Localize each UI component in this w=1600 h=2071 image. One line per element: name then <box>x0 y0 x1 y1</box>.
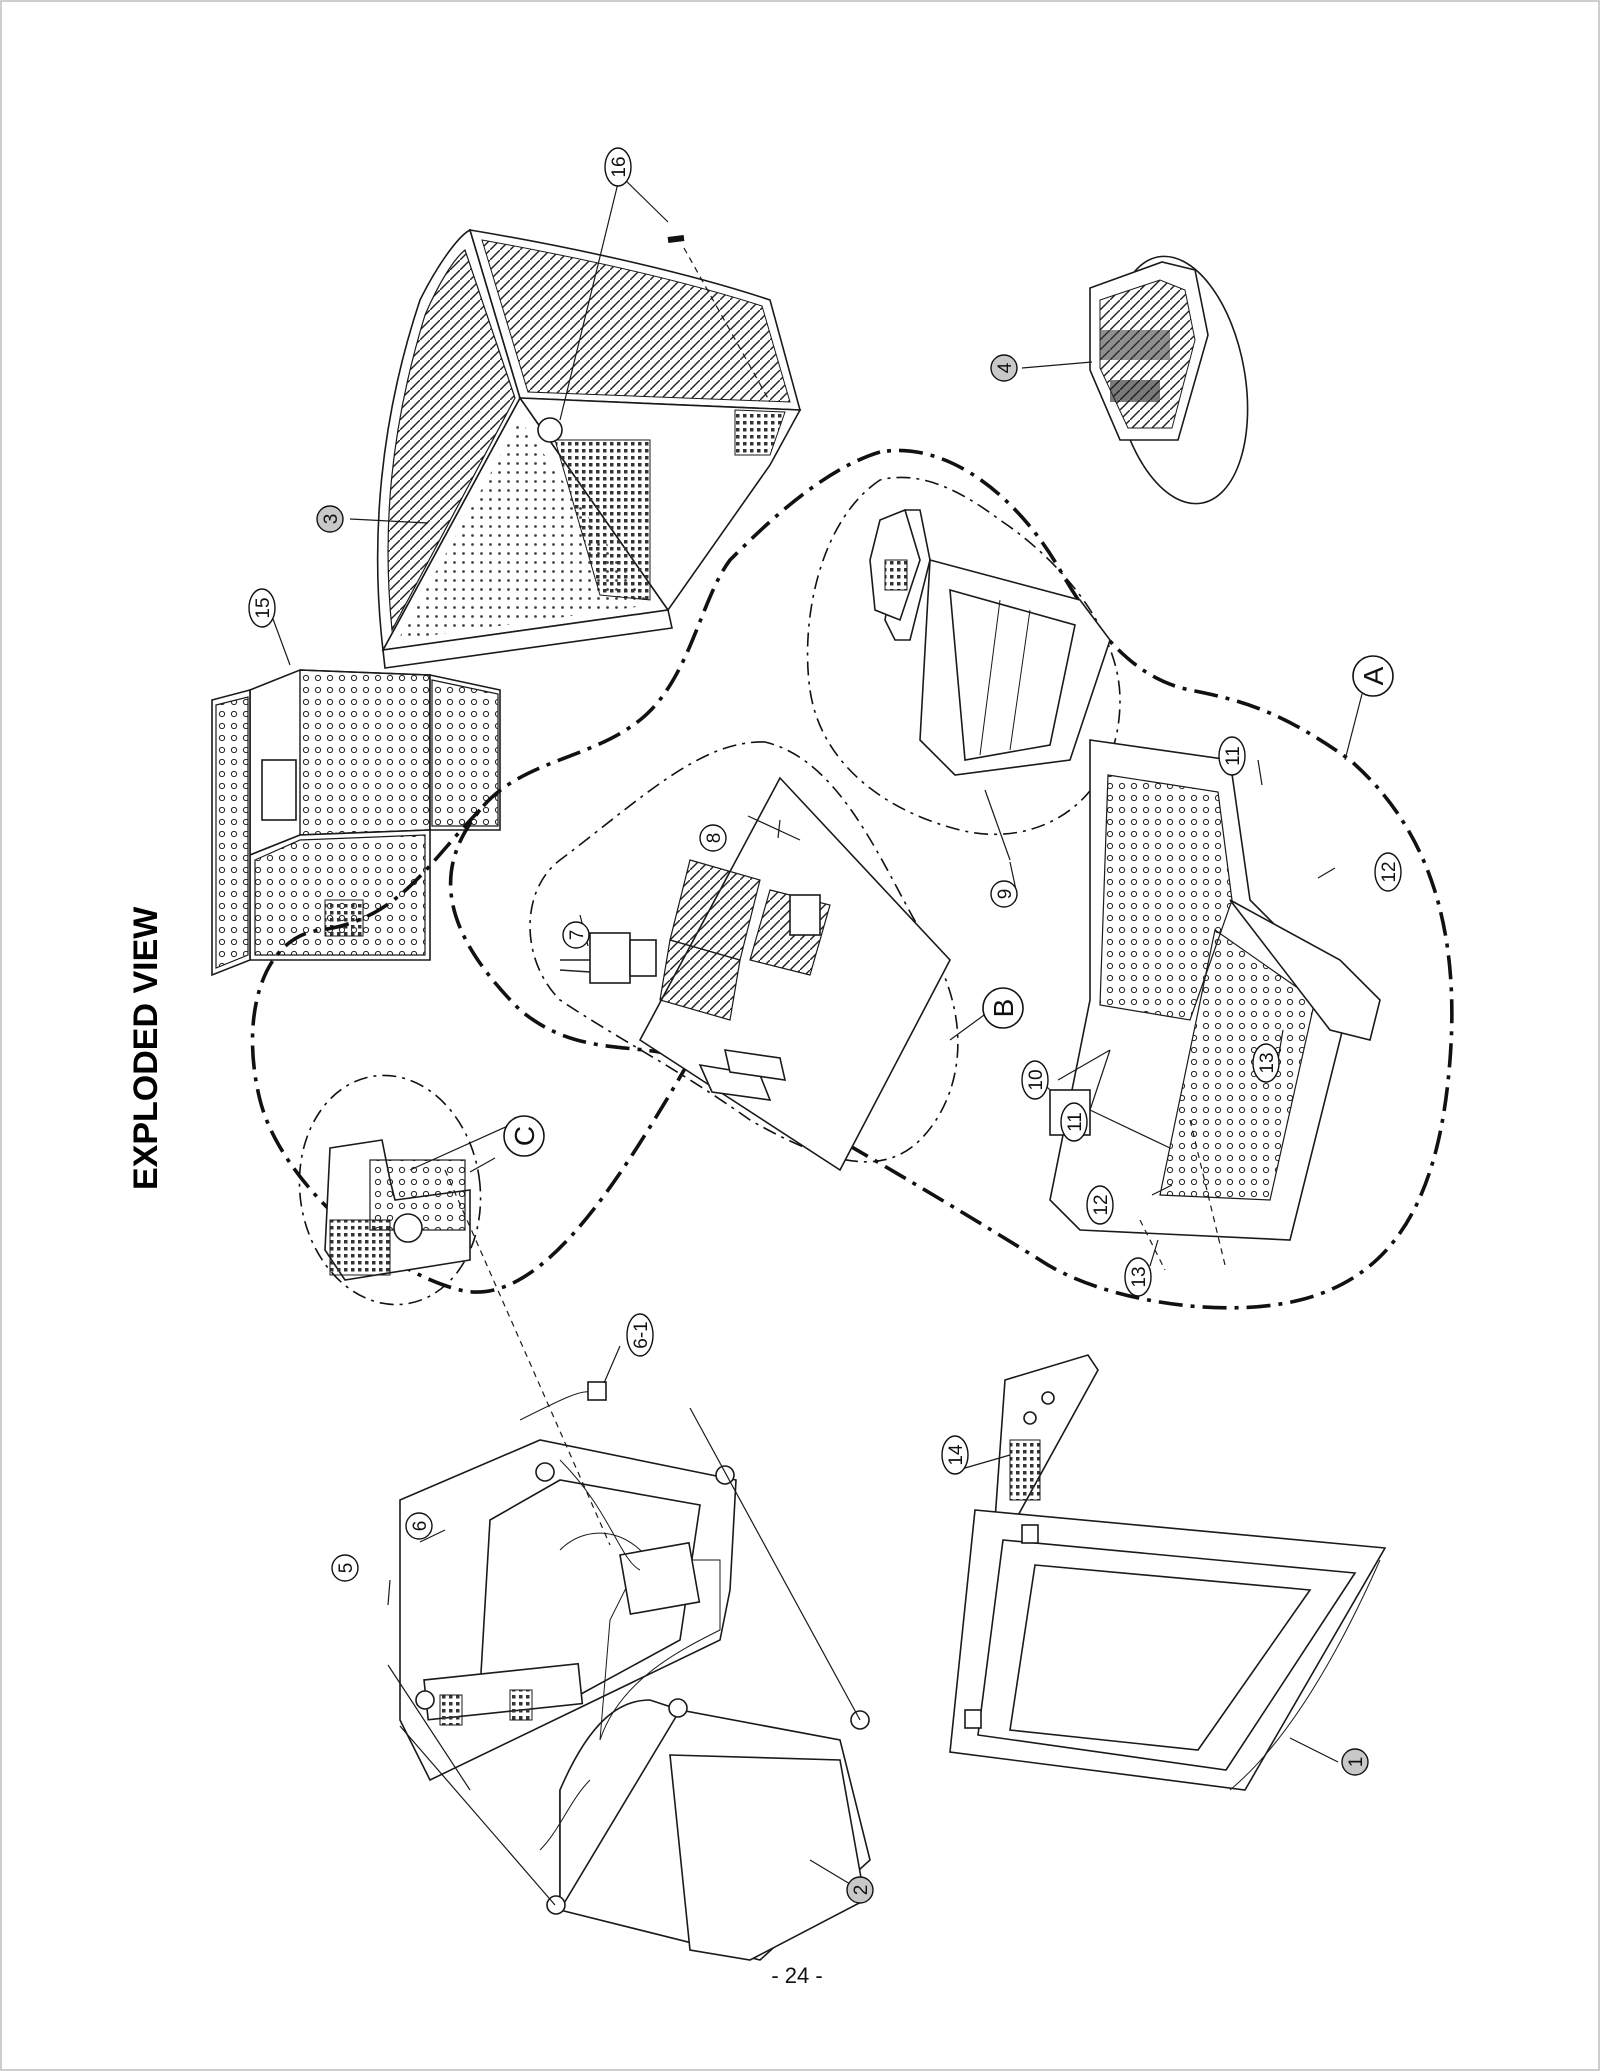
part-1-front-bezel <box>949 1509 1387 1791</box>
callout-6: 6 <box>405 1512 433 1540</box>
part-3-back-cover <box>376 228 802 669</box>
assembly-lines <box>387 1381 861 1906</box>
svg-text:13: 13 <box>1129 1266 1150 1287</box>
svg-text:7: 7 <box>567 930 588 941</box>
callout-11-upper: 11 <box>1218 736 1246 776</box>
callout-13-lower: 13 <box>1124 1257 1152 1297</box>
group-label-a: A <box>1352 655 1394 697</box>
svg-text:10: 10 <box>1026 1069 1047 1090</box>
callout-14: 14 <box>941 1435 969 1475</box>
part-10-chassis-frame <box>1049 739 1381 1271</box>
part-4-stand <box>1089 255 1249 505</box>
group-b-pcb <box>529 741 959 1172</box>
svg-text:2: 2 <box>851 1885 872 1896</box>
callout-9: 9 <box>990 880 1018 908</box>
svg-text:8: 8 <box>704 833 725 844</box>
svg-text:1: 1 <box>1346 1757 1367 1768</box>
svg-text:11: 11 <box>1223 746 1244 766</box>
svg-text:9: 9 <box>995 889 1016 900</box>
callout-4: 4 <box>990 354 1018 382</box>
svg-text:6: 6 <box>410 1521 431 1532</box>
svg-text:12: 12 <box>1091 1194 1112 1215</box>
callout-7: 7 <box>562 921 590 949</box>
callout-leaders <box>265 174 1363 1891</box>
screw-16 <box>667 235 771 403</box>
svg-text:3: 3 <box>321 514 342 525</box>
group-label-b: B <box>982 987 1024 1029</box>
callout-13-upper: 13 <box>1252 1043 1280 1083</box>
svg-text:C: C <box>509 1126 540 1146</box>
callout-2: 2 <box>846 1876 874 1904</box>
svg-text:12: 12 <box>1379 861 1400 882</box>
callout-16: 16 <box>604 147 632 187</box>
callout-3: 3 <box>316 505 344 533</box>
callout-6-1: 6-1 <box>626 1313 654 1357</box>
svg-text:5: 5 <box>336 1563 357 1574</box>
svg-text:11: 11 <box>1065 1112 1086 1132</box>
svg-text:15: 15 <box>253 597 274 618</box>
callout-8: 8 <box>699 824 727 852</box>
svg-text:16: 16 <box>609 156 630 177</box>
group-c-assembly <box>298 1074 511 1306</box>
part-2-crt <box>539 1541 871 1961</box>
page-title: EXPLODED VIEW <box>127 906 165 1190</box>
svg-text:13: 13 <box>1257 1052 1278 1073</box>
callout-12-lower: 12 <box>1086 1185 1114 1225</box>
svg-text:14: 14 <box>946 1444 967 1466</box>
part-15-shield <box>211 669 501 977</box>
callout-1: 1 <box>1341 1748 1369 1776</box>
group-label-c: C <box>503 1115 545 1157</box>
svg-text:6-1: 6-1 <box>631 1321 652 1348</box>
svg-text:B: B <box>988 999 1019 1018</box>
part-14-board <box>994 1354 1099 1532</box>
callout-12-upper: 12 <box>1374 852 1402 892</box>
callout-5: 5 <box>331 1554 359 1582</box>
part-9-bracket <box>806 476 1121 861</box>
callout-10: 10 <box>1021 1060 1049 1100</box>
svg-text:4: 4 <box>995 362 1016 373</box>
page-number: - 24 - <box>771 1963 822 1988</box>
callout-15: 15 <box>248 588 276 628</box>
svg-text:A: A <box>1358 666 1389 685</box>
callout-11-lower: 11 <box>1060 1102 1088 1142</box>
group-a-boundary <box>448 448 1454 1310</box>
